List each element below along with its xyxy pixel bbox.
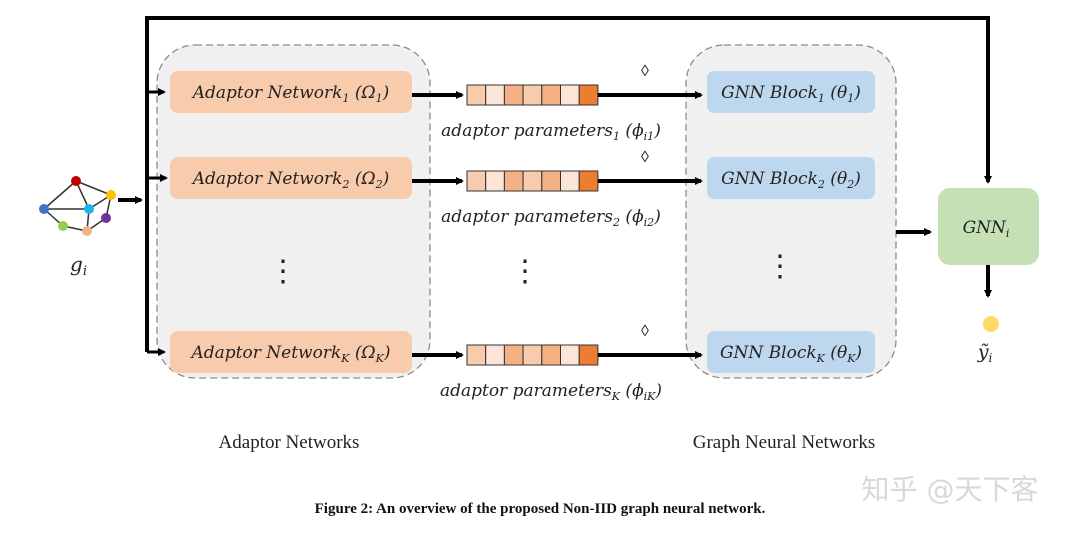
- parameter-cell: [466, 84, 487, 106]
- gnn-output-label: GNNi: [963, 218, 1010, 240]
- prediction-dot: [983, 316, 999, 332]
- graph-node: [84, 204, 94, 214]
- adaptor-network-box-1: [170, 71, 412, 113]
- pipeline-row-2: Adaptor Network2 (Ω2) ◊ adaptor parameters…: [170, 149, 875, 229]
- parameter-cell: [541, 170, 561, 192]
- ellipsis-parameters: ⋮: [510, 255, 540, 288]
- parameter-cell: [466, 344, 487, 366]
- ellipsis-gnn: ⋮: [765, 250, 795, 283]
- graph-node: [106, 190, 116, 200]
- parameter-cell: [503, 344, 524, 366]
- parameter-cell: [503, 170, 524, 192]
- graph-node: [71, 176, 81, 186]
- adaptor-network-label-1: Adaptor Network1 (Ω1): [191, 83, 390, 105]
- parameter-cell: [522, 170, 543, 192]
- diamond-operator-icon: ◊: [641, 149, 649, 166]
- pipeline-row-1: Adaptor Network1 (Ω1) ◊ adaptor parameters…: [170, 63, 875, 143]
- adaptor-parameters-label-2: adaptor parameters2 (ϕi2): [441, 207, 661, 229]
- parameter-cell: [578, 84, 599, 106]
- gnn-block-box-k: [707, 331, 875, 373]
- gnn-block-box-1: [707, 71, 875, 113]
- adaptor-network-box-2: [170, 157, 412, 199]
- diamond-operator-icon: ◊: [641, 63, 649, 80]
- graph-node: [101, 213, 111, 223]
- graph-edge: [43, 180, 77, 210]
- graph-node: [82, 226, 92, 236]
- parameter-cell: [560, 84, 580, 106]
- input-graph-label: gi: [70, 252, 87, 279]
- graph-node: [58, 221, 68, 231]
- parameter-cell: [560, 344, 580, 366]
- ellipsis-adaptor: ⋮: [268, 255, 298, 288]
- parameter-cell: [541, 344, 561, 366]
- adaptor-network-label-2: Adaptor Network2 (Ω2): [191, 169, 390, 191]
- graph-node: [39, 204, 49, 214]
- gnn-block-label-k: GNN BlockK (θK): [720, 343, 862, 365]
- parameter-cell: [522, 344, 543, 366]
- diamond-operator-icon: ◊: [641, 323, 649, 340]
- pipeline-row-k: Adaptor NetworkK (ΩK) ◊ adaptor parameters…: [170, 323, 875, 403]
- adaptor-parameters-label-1: adaptor parameters1 (ϕi1): [441, 121, 661, 143]
- adaptor-networks-group-label: Adaptor Networks: [219, 432, 360, 453]
- gnn-block-label-1: GNN Block1 (θ1): [721, 83, 861, 105]
- figure-caption: Figure 2: An overview of the proposed No…: [315, 501, 766, 517]
- adaptor-network-label-k: Adaptor NetworkK (ΩK): [190, 343, 391, 365]
- graph-edge: [75, 180, 112, 196]
- parameter-cell: [560, 170, 580, 192]
- prediction-label: ỹi: [977, 341, 993, 365]
- gnn-block-box-2: [707, 157, 875, 199]
- adaptor-network-box-k: [170, 331, 412, 373]
- graph-edge: [75, 180, 90, 210]
- parameter-cell: [466, 170, 487, 192]
- parameter-cell: [485, 170, 505, 192]
- parameter-cell: [541, 84, 561, 106]
- parameter-cell: [578, 170, 599, 192]
- adaptor-parameters-label-k: adaptor parametersK (ϕiK): [440, 381, 662, 403]
- parameter-cell: [485, 84, 505, 106]
- gnn-group-label: Graph Neural Networks: [693, 432, 876, 453]
- skip-connection-line: [145, 16, 992, 352]
- parameter-cell: [522, 84, 543, 106]
- adaptor-networks-container: [156, 44, 431, 379]
- parameter-cell: [578, 344, 599, 366]
- input-graph: [39, 176, 116, 236]
- parameter-cell: [485, 344, 505, 366]
- gnn-container: [685, 44, 897, 379]
- watermark: 知乎 @天下客: [862, 473, 1039, 506]
- gnn-block-label-2: GNN Block2 (θ2): [721, 169, 861, 191]
- parameter-cell: [503, 84, 524, 106]
- gnn-output-box: [938, 188, 1039, 265]
